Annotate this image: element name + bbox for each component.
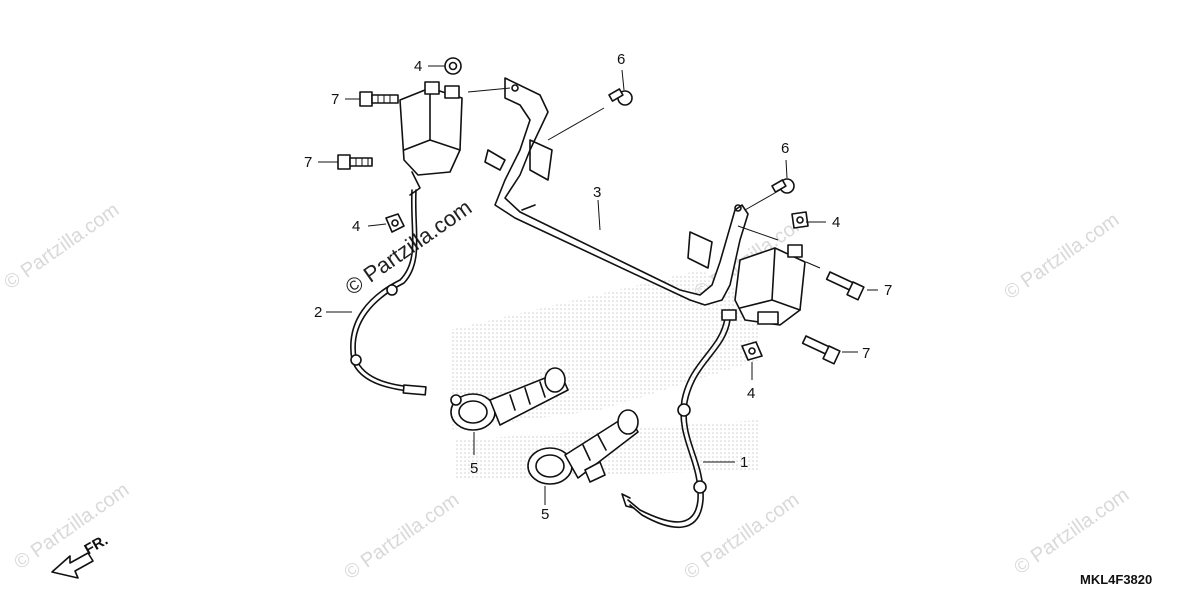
callout-4: 4 <box>747 385 755 402</box>
nut-part-4-lower-right <box>741 341 763 361</box>
bracket-part-3 <box>484 77 749 306</box>
callout-2: 2 <box>314 304 322 321</box>
bolt-part-6-right <box>771 178 795 194</box>
bolt-part-7-right-upper <box>825 271 865 301</box>
bolt-part-7-mid-left <box>337 154 373 170</box>
right-spark-plug-cord-part-1 <box>621 309 737 528</box>
watermark-text-main: © Partzilla.com <box>341 195 477 301</box>
left-ignition-coil <box>399 81 463 196</box>
nut-part-4-right <box>791 211 809 229</box>
callout-5: 5 <box>470 460 478 477</box>
callout-4: 4 <box>832 214 840 231</box>
diagram-reference-code: MKL4F3820 <box>1080 572 1152 587</box>
callout-3: 3 <box>593 184 601 201</box>
watermark-text: © Partzilla.com <box>680 489 803 584</box>
callout-7: 7 <box>331 91 339 108</box>
bolt-part-7-right-lower <box>801 335 841 365</box>
nut-part-4-top <box>444 57 462 75</box>
front-arrow-icon <box>51 552 94 579</box>
callout-7: 7 <box>884 282 892 299</box>
bolt-part-6-top <box>608 88 633 106</box>
nut-part-4-left <box>385 213 405 233</box>
watermark-text: © Partzilla.com <box>1010 484 1133 579</box>
callout-7: 7 <box>304 154 312 171</box>
callout-7: 7 <box>862 345 870 362</box>
spark-plug-cap-part-5-upper <box>450 367 569 431</box>
right-ignition-coil <box>734 244 806 326</box>
watermark-text: © Partzilla.com <box>340 489 463 584</box>
watermark-text: © Partzilla.com <box>0 199 123 294</box>
left-spark-plug-cord-part-2 <box>350 189 427 396</box>
spark-plug-cap-part-5-lower <box>527 409 639 485</box>
callout-6: 6 <box>617 51 625 68</box>
callout-5: 5 <box>541 506 549 523</box>
callout-4: 4 <box>352 218 360 235</box>
callout-6: 6 <box>781 140 789 157</box>
callout-1: 1 <box>740 454 748 471</box>
watermark-text: © Partzilla.com <box>1000 209 1123 304</box>
bolt-part-7-top-left <box>359 91 399 107</box>
leader-lines <box>318 65 878 505</box>
watermark-text: © Partzilla.com <box>10 479 133 574</box>
callout-labels: 1 2 3 4 4 4 4 5 5 6 6 7 7 7 7 <box>304 51 892 523</box>
callout-4: 4 <box>414 58 422 75</box>
